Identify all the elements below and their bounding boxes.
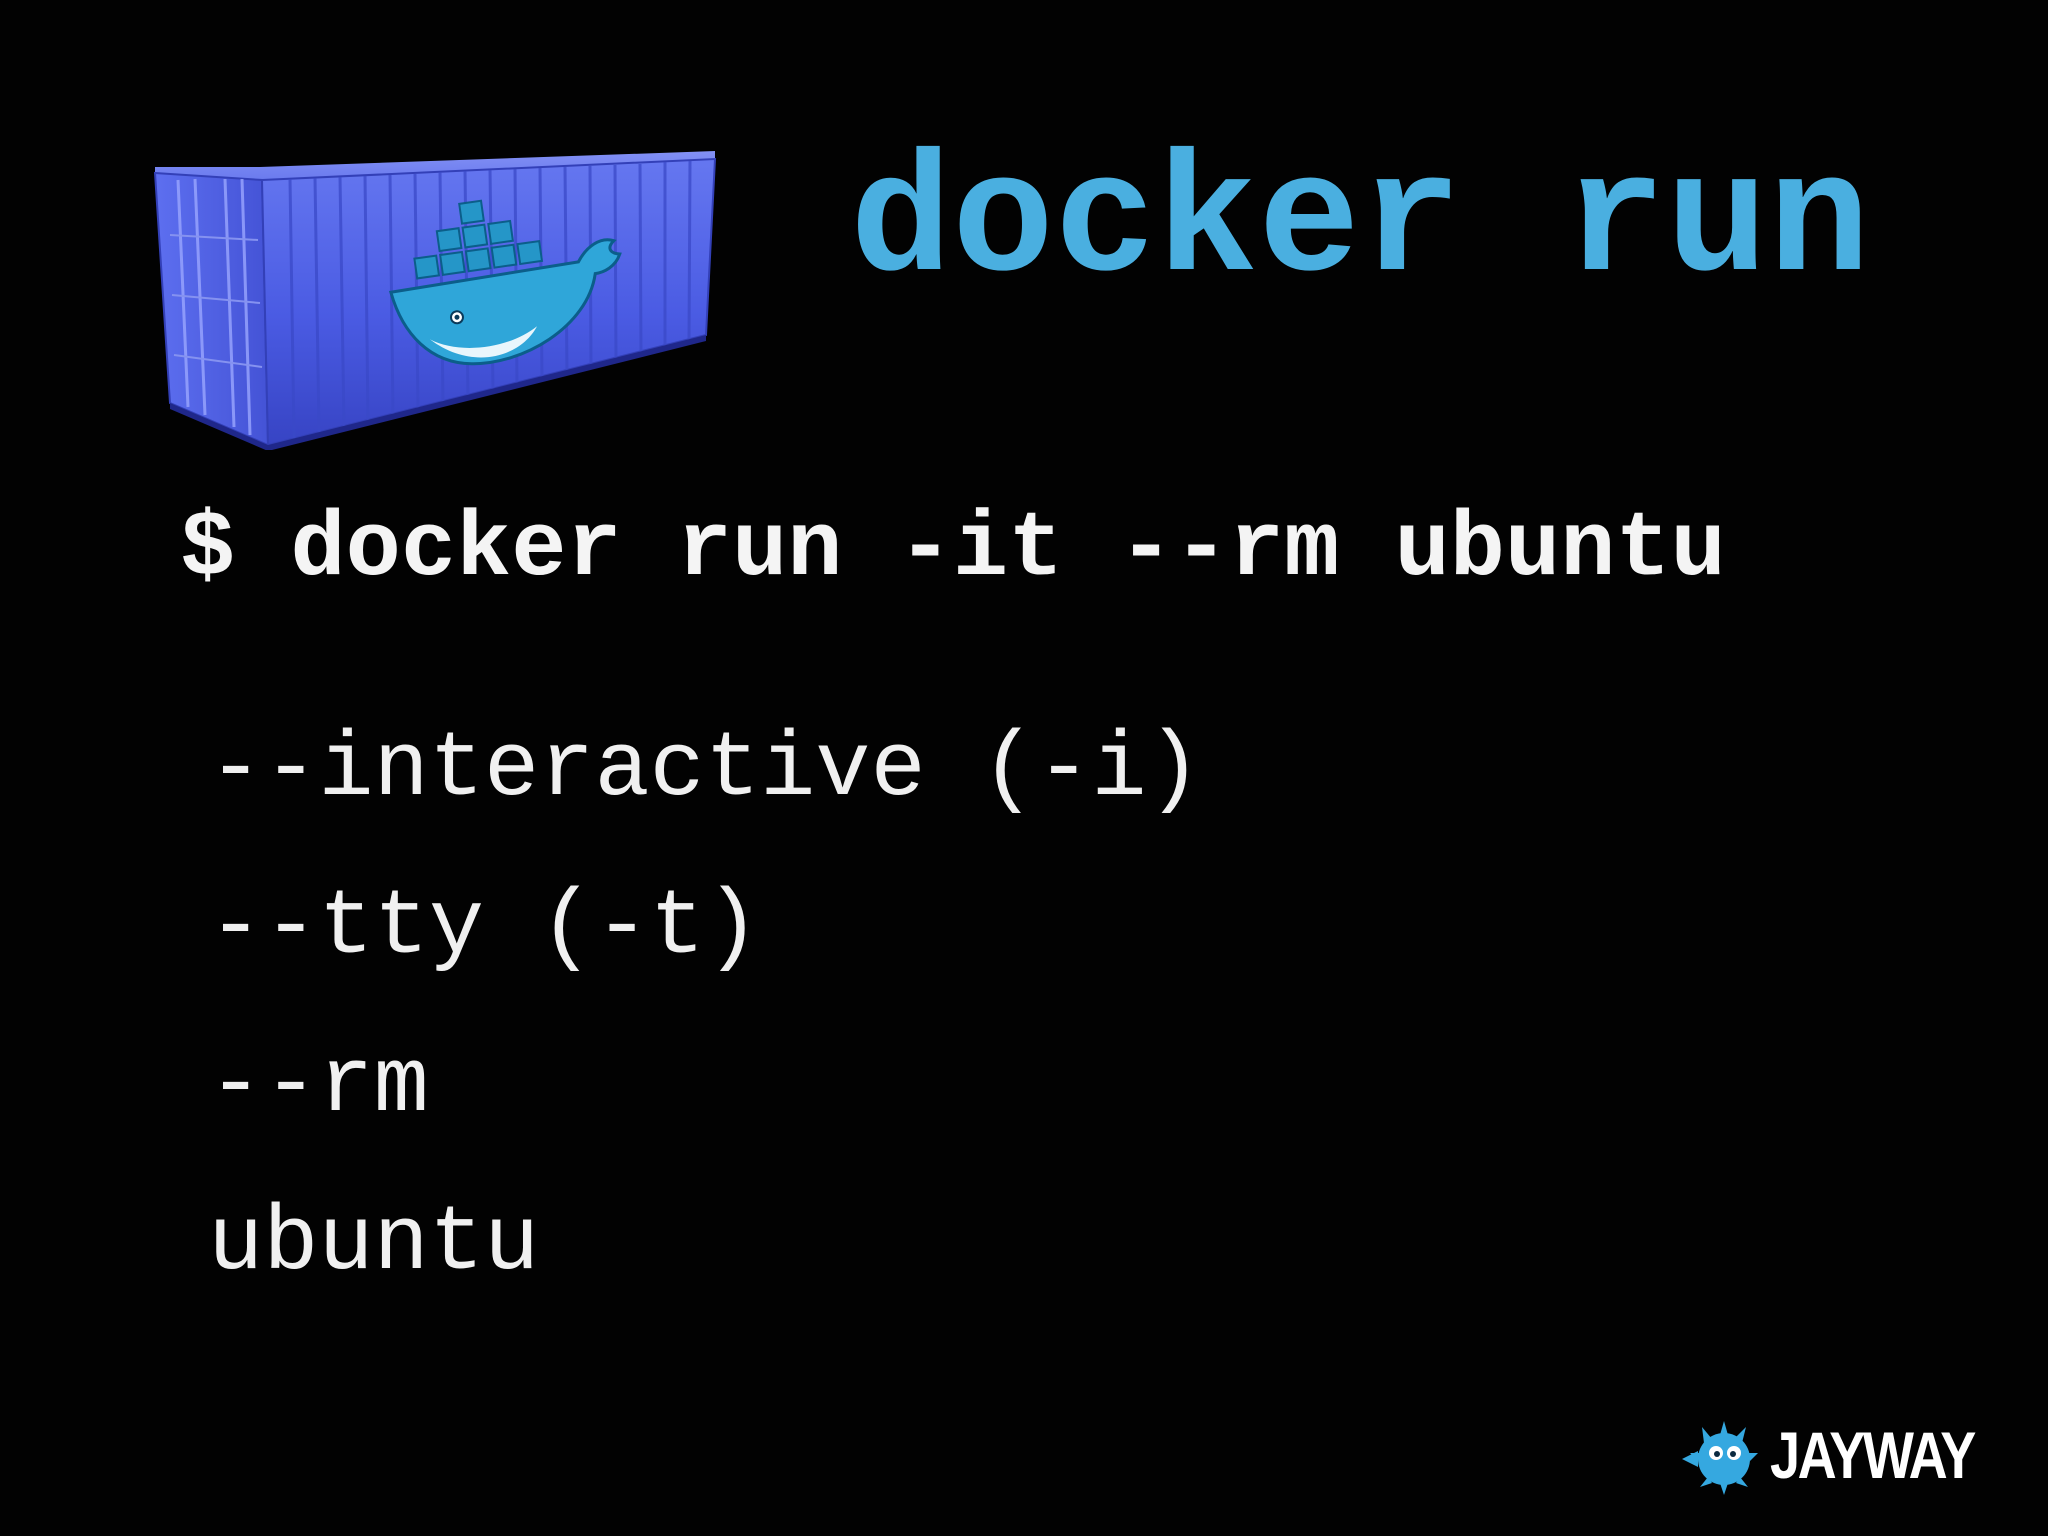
docker-container-illustration	[153, 151, 717, 450]
option-list: --interactive (-i) --tty (-t) --rm ubunt…	[208, 720, 1202, 1352]
pufferfish-icon	[1682, 1421, 1758, 1495]
option-image: ubuntu	[208, 1191, 540, 1296]
brand-name: JAYWAY	[1770, 1418, 1976, 1492]
option-interactive: --interactive (-i)	[208, 717, 1202, 822]
jayway-logo: JAYWAY	[1680, 1410, 2019, 1500]
option-rm: --rm	[208, 1033, 429, 1138]
option-tty: --tty (-t)	[208, 875, 761, 980]
command-line: $ docker run -it --rm ubuntu	[180, 497, 1726, 602]
slide-title: docker run	[850, 128, 1871, 321]
docker-whale-icon	[388, 199, 622, 366]
